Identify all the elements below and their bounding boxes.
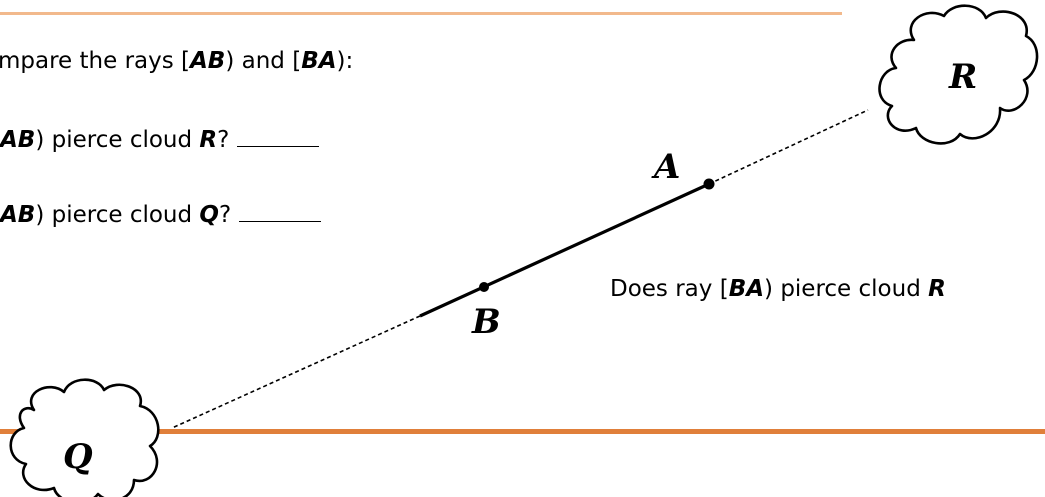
question-1-cloud: R (199, 127, 218, 153)
cloud-R-label: R (948, 57, 977, 97)
point-A (703, 178, 715, 190)
question-3-text-pre: Does ray [ (610, 276, 729, 302)
question-3-ray: BA (728, 276, 765, 302)
prompt-ray-2: BA (301, 48, 337, 74)
question-1-text: ) pierce cloud (35, 127, 200, 153)
cloud-R: R (878, 4, 1039, 145)
prompt-text-pre: mpare the rays [ (0, 48, 190, 74)
question-2-cloud: Q (199, 202, 219, 228)
question-2: AB) pierce cloud Q? (0, 201, 322, 229)
question-1: AB) pierce cloud R? (0, 126, 320, 154)
question-2-text: ) pierce cloud (35, 202, 200, 228)
prompt-ray-1: AB (190, 48, 226, 74)
question-3-text-post: ) pierce cloud (764, 276, 929, 302)
segment-AB (419, 182, 710, 318)
question-1-ray: AB (0, 127, 36, 153)
answer-blank-1[interactable] (237, 128, 320, 147)
top-divider (0, 12, 842, 15)
ray-extension-to-Q (171, 315, 421, 429)
cloud-Q: Q (9, 378, 160, 497)
compare-prompt: mpare the rays [AB) and [BA): (0, 47, 353, 75)
point-B-label: B (471, 302, 501, 342)
question-3-cloud: R (928, 276, 946, 302)
question-2-ray: AB (0, 202, 36, 228)
ray-extension-to-R (708, 109, 869, 185)
answer-blank-2[interactable] (239, 203, 322, 222)
prompt-text-mid: ) and [ (225, 48, 302, 74)
cloud-Q-outline (9, 378, 160, 497)
question-2-mark: ? (218, 202, 232, 228)
cloud-R-outline (878, 4, 1039, 145)
point-B (479, 282, 489, 292)
question-1-mark: ? (217, 127, 230, 153)
cloud-Q-label: Q (63, 437, 93, 477)
bottom-divider (0, 429, 1045, 434)
prompt-text-post: ): (336, 48, 354, 74)
point-A-label: A (651, 147, 680, 187)
question-3: Does ray [BA) pierce cloud R (610, 275, 946, 303)
